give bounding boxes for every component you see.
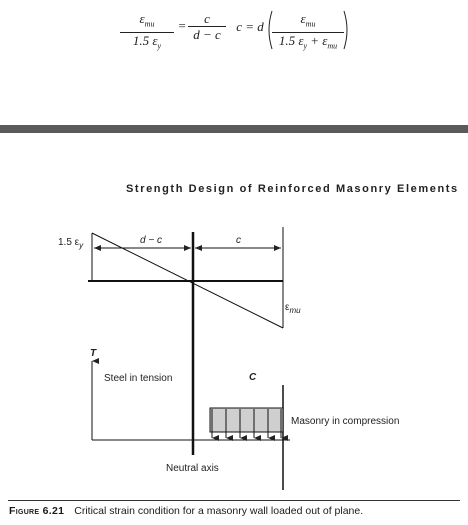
tension-force-label: T [90,348,97,359]
compression-stress-block [209,407,284,433]
caption-text: Critical strain condition for a masonry … [74,505,364,517]
c-equals-d: c = d [236,19,264,34]
neutral-axis-label: Neutral axis [166,463,219,474]
compression-arrows [211,409,288,441]
equals-sign: = [177,18,187,33]
figure-caption: Figure 6.21 Critical strain condition for… [9,505,363,517]
strain-diagram: 1.5 εy d − c c εmu T Steel in tension C … [58,227,399,490]
left-paren [268,10,273,50]
compression-label: Masonry in compression [291,416,399,427]
running-head: Strength Design of Reinforced Masonry El… [126,183,459,195]
dimension-label-d-minus-c: d − c [140,235,162,246]
figure-number: Figure 6.21 [9,505,65,517]
compression-force-label: C [249,372,257,383]
strain-label-right: εmu [285,302,301,315]
depth-ratio-fraction: c d − c [188,12,226,42]
strain-label-left: 1.5 εy [58,237,84,250]
tension-label: Steel in tension [104,373,172,384]
section-divider-bar [0,125,468,133]
neutral-axis-fraction: εmu 1.5 εy + εmu [272,12,344,53]
dimension-label-c: c [236,235,241,246]
strain-ratio-fraction: εmu 1.5 εy [120,12,174,53]
caption-rule [8,500,460,501]
right-paren [343,10,348,50]
